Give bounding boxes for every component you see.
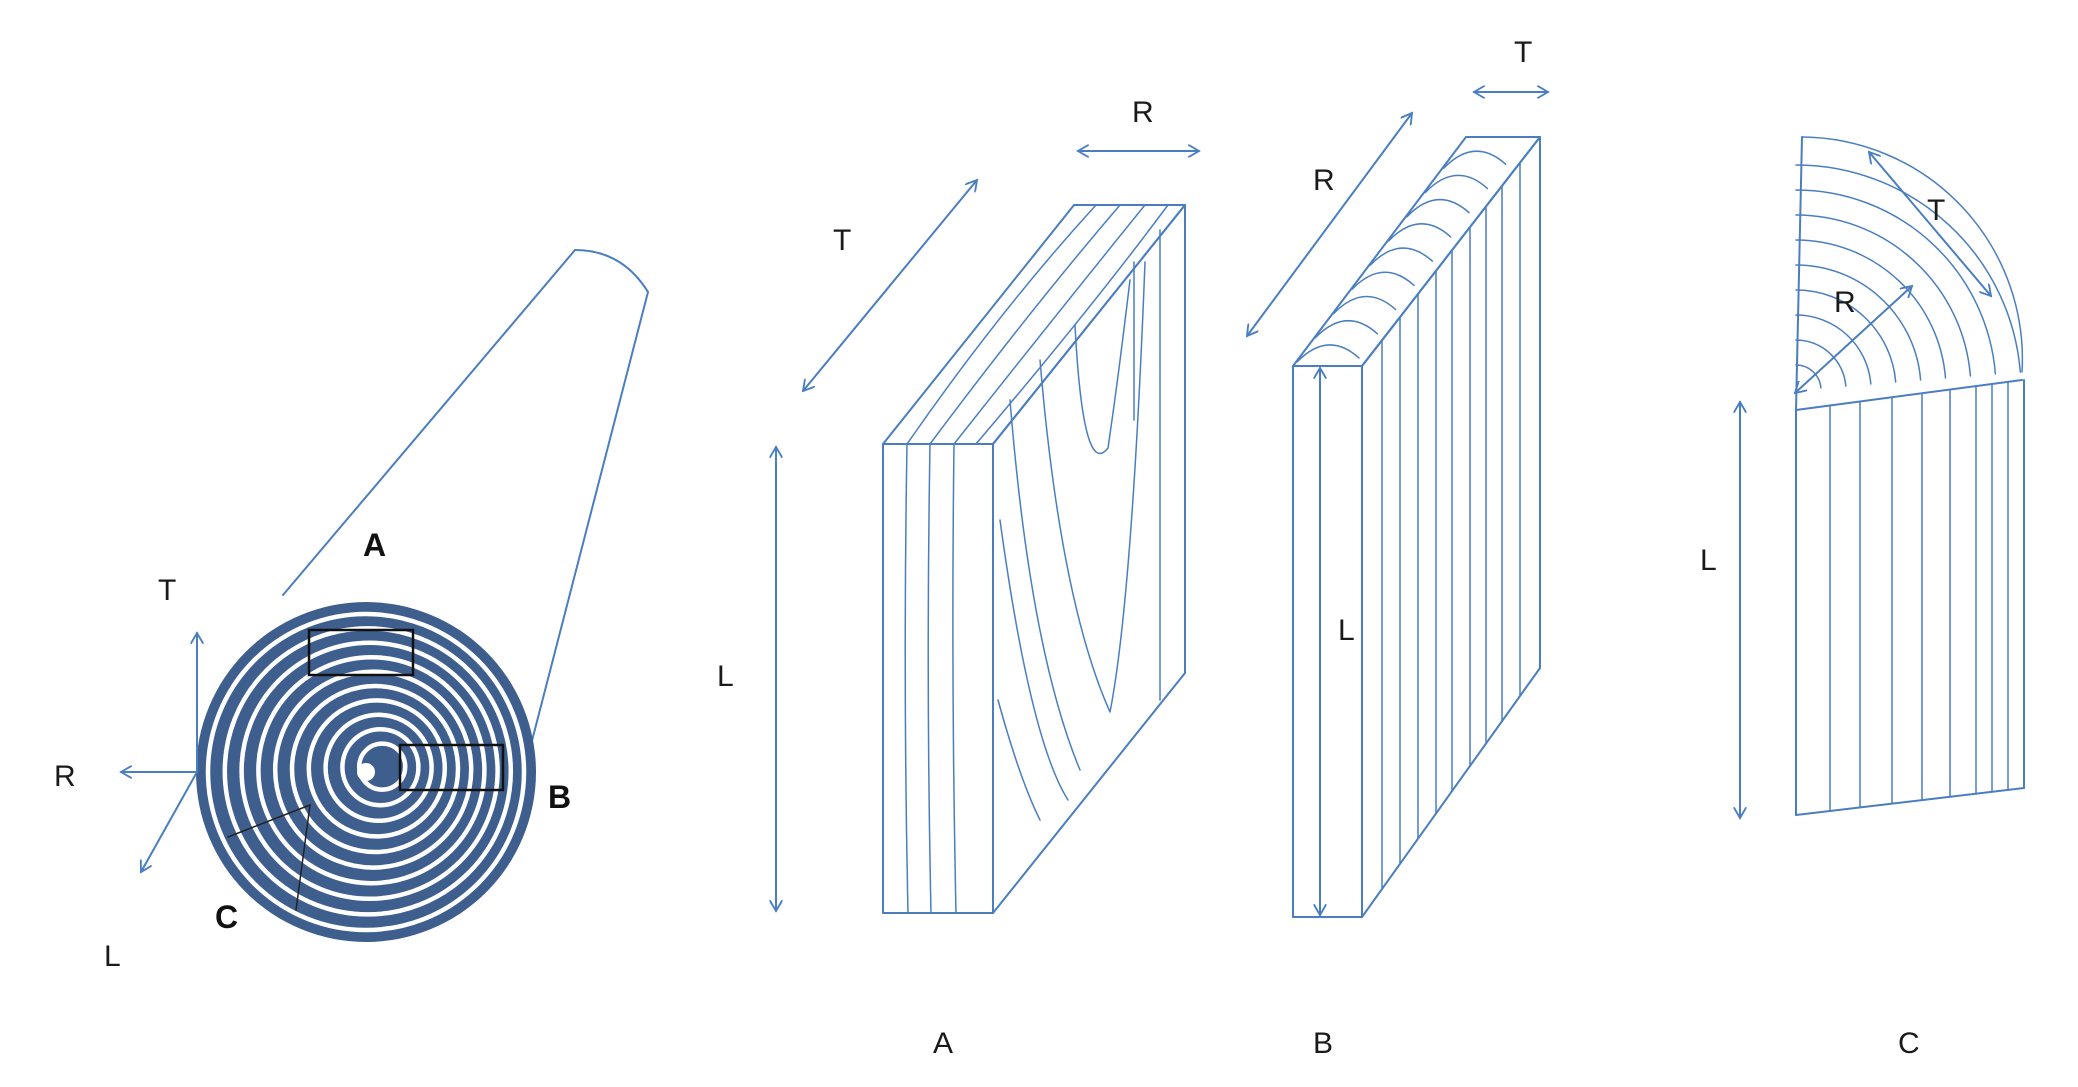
growth-ring <box>205 611 527 933</box>
block-b-r-label: R <box>1313 164 1335 197</box>
block-a-l-label: L <box>717 660 734 693</box>
block-a-t-label: T <box>833 224 851 257</box>
growth-ring <box>272 669 474 870</box>
log-section-a-label: A <box>363 527 386 563</box>
block-a-r-label: R <box>1132 96 1154 129</box>
block-c-ring-arc <box>1795 239 1947 379</box>
growth-rings <box>205 611 527 933</box>
block-c-ring-arc <box>1795 364 1822 389</box>
block-c-ring-arc <box>1795 214 1972 377</box>
block-c-l-label: L <box>1700 544 1717 577</box>
block-c-t-arrow <box>1869 152 1991 296</box>
block-b-top-arc <box>1424 174 1489 194</box>
block-c-caption: C <box>1898 1027 1920 1060</box>
block-b-r-arrow <box>1247 113 1412 336</box>
block-a-t-arrow <box>803 180 977 391</box>
log-end-grain <box>196 602 536 942</box>
log-trunk-outline <box>282 249 649 761</box>
block-c-end-grain <box>1795 136 2024 389</box>
block-a-flat-sawn-grain <box>997 229 1161 821</box>
log-l-label: L <box>104 940 121 973</box>
growth-ring <box>239 640 500 902</box>
block-a-top-grain <box>906 204 1169 445</box>
section-c-marker <box>227 804 311 911</box>
log-t-label: T <box>158 574 176 607</box>
block-a-outline <box>882 204 1186 914</box>
block-a-caption: A <box>933 1027 953 1060</box>
block-b-figure: R T L B <box>1247 36 1548 1060</box>
block-a-figure: T R L A <box>717 96 1199 1060</box>
block-b-top-arc <box>1442 150 1507 169</box>
block-b-top-arc <box>1296 344 1360 363</box>
growth-ring <box>256 654 487 886</box>
growth-ring <box>340 726 421 808</box>
log-section-c-label: C <box>215 899 238 935</box>
block-b-l-label: L <box>1338 614 1355 647</box>
log-section-b-label: B <box>548 779 571 815</box>
block-a-axis-arrows <box>776 151 1199 911</box>
section-b-marker <box>398 743 505 792</box>
block-b-caption: B <box>1313 1027 1333 1060</box>
block-c-r-label: R <box>1834 286 1856 319</box>
block-c-ring-arc <box>1795 164 2022 373</box>
block-c-ring-arc <box>1795 339 1847 387</box>
log-axis-arrows <box>121 633 197 872</box>
block-b-t-label: T <box>1514 36 1532 69</box>
growth-ring <box>306 698 448 839</box>
block-c-t-label: T <box>1927 194 1945 227</box>
log-l-arrow <box>141 771 198 872</box>
block-c-r-arrow <box>1795 286 1912 393</box>
block-c-axis-arrows <box>1740 152 1991 818</box>
block-b-axis-arrows <box>1247 92 1548 915</box>
block-a-front-grain <box>904 443 957 914</box>
growth-ring <box>222 626 514 917</box>
log-r-label: R <box>54 760 76 793</box>
growth-ring <box>323 712 434 824</box>
block-b-outline <box>1292 136 1541 918</box>
log-pith <box>357 763 375 781</box>
block-c-ring-arc <box>1795 264 1922 381</box>
block-c-figure: R T L C <box>1700 136 2025 1060</box>
block-c-outline <box>1795 136 2025 816</box>
block-b-quarter-sawn-grain <box>1381 161 1521 890</box>
block-c-ring-arc <box>1795 314 1872 385</box>
log-figure: T R L A B C <box>54 249 649 973</box>
section-a-marker <box>307 628 415 677</box>
growth-ring <box>289 683 461 855</box>
block-c-side-grain <box>1829 381 2009 812</box>
